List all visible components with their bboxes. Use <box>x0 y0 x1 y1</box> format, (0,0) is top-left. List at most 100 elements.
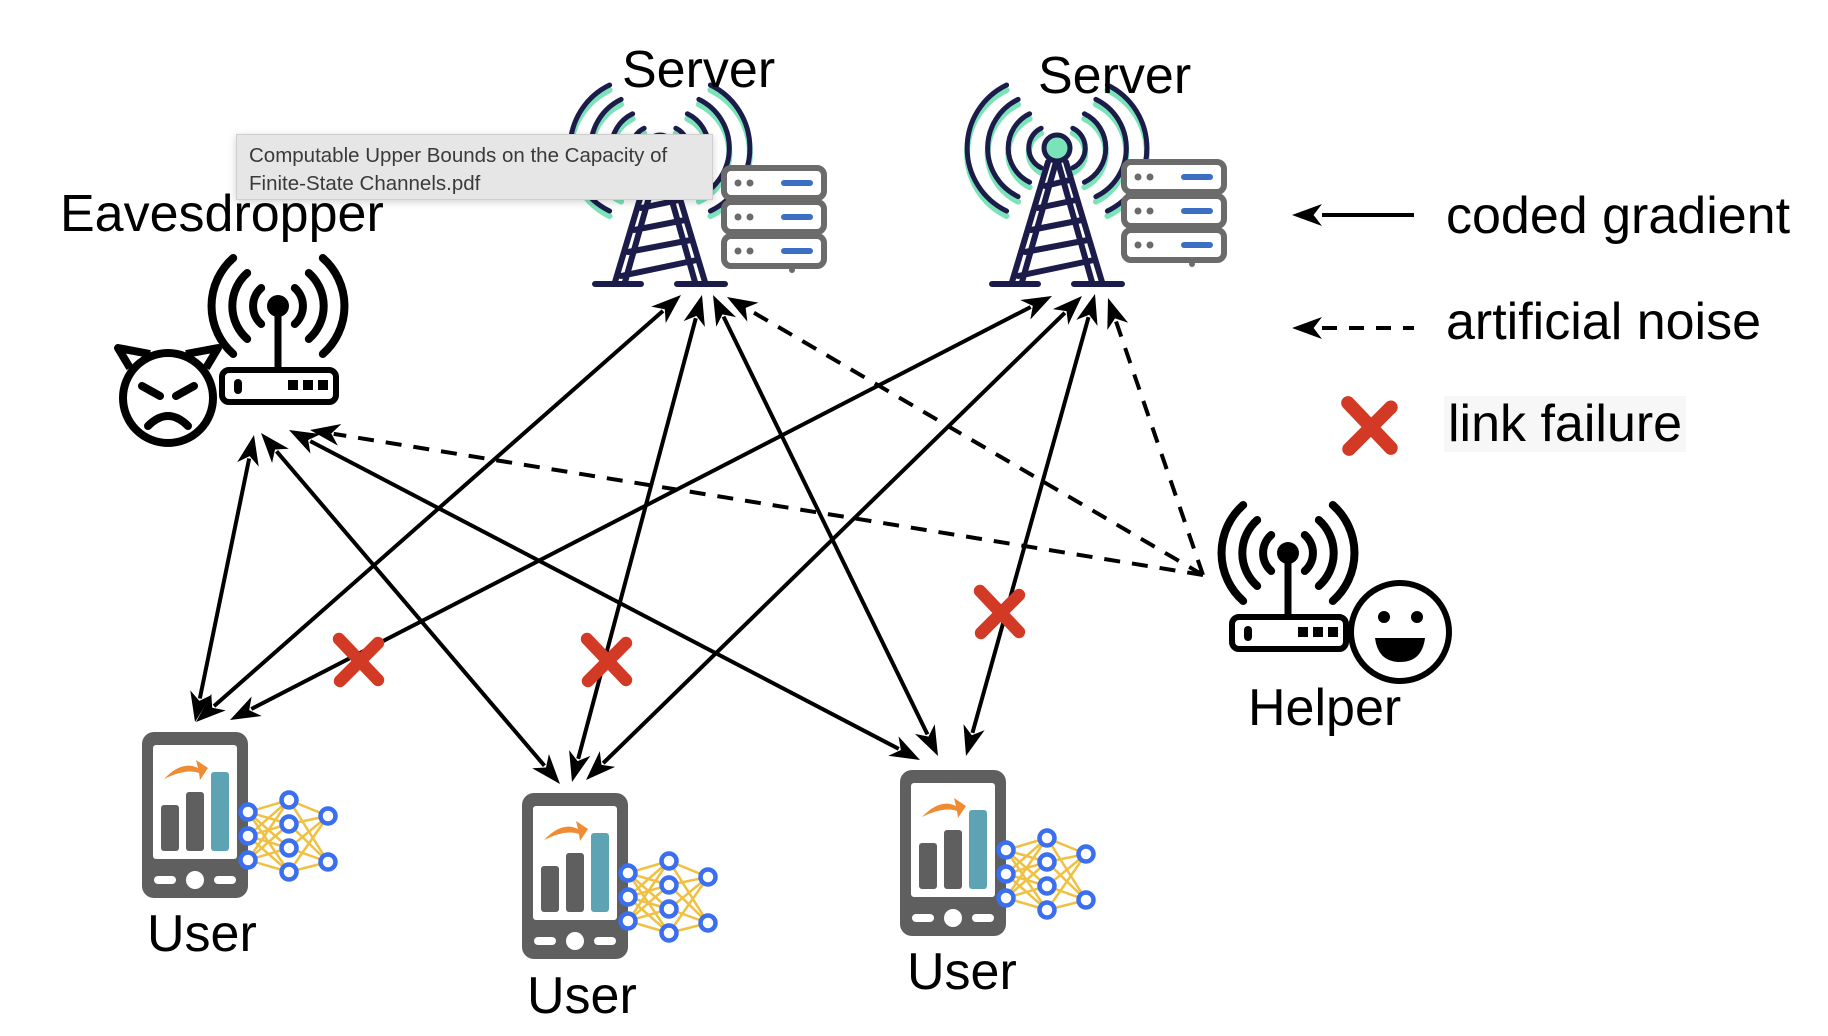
phone-key <box>912 914 934 922</box>
trend-arrow-icon <box>164 760 208 780</box>
tooltip-line-1: Computable Upper Bounds on the Capacity … <box>249 144 668 167</box>
legend-coded-gradient-label: coded gradient <box>1446 187 1791 245</box>
nn-node <box>618 863 638 883</box>
nn-node <box>1037 828 1057 848</box>
link-user-2-to-eavesdropper <box>261 433 560 784</box>
rack-led <box>1146 207 1154 215</box>
eye <box>1378 611 1390 623</box>
neural-network-icon <box>618 851 718 943</box>
nn-edge <box>626 860 671 922</box>
phone-key <box>154 876 176 884</box>
nn-edge <box>1004 837 1049 899</box>
nn-node <box>996 864 1016 884</box>
arrowhead <box>1076 294 1098 326</box>
arrowhead <box>914 724 938 756</box>
rack-unit <box>721 233 827 269</box>
wifi-wave <box>1314 516 1338 590</box>
arrowhead <box>532 754 560 784</box>
rack-led <box>734 179 742 187</box>
antenna-tip <box>1041 132 1073 164</box>
legend-coded-gradient-symbol <box>1292 204 1414 226</box>
rack-led <box>1134 207 1142 215</box>
rack-dot <box>1189 261 1195 267</box>
link-user-2-to-server-2 <box>586 296 1082 780</box>
arrowhead <box>586 751 616 780</box>
nn-edge <box>1045 853 1088 911</box>
nn-node <box>1076 890 1096 910</box>
rack-unit <box>1121 193 1227 229</box>
nn-node <box>238 826 258 846</box>
nn-node <box>659 875 679 895</box>
user-1-phone-icon <box>142 732 338 898</box>
nn-node <box>318 806 338 826</box>
nn-edge <box>667 876 710 934</box>
wifi-wave <box>1259 531 1276 575</box>
failure-x-icon <box>580 632 633 688</box>
nn-node <box>996 888 1016 908</box>
cross-stroke <box>333 636 385 688</box>
arrowhead <box>963 724 985 756</box>
router-body <box>219 367 339 405</box>
arrowhead <box>190 690 212 722</box>
nn-node <box>698 913 718 933</box>
phone-home-button <box>186 871 204 889</box>
rack-led <box>1146 173 1154 181</box>
nn-node <box>659 851 679 871</box>
arrowhead <box>230 696 262 720</box>
router-port <box>1298 627 1308 637</box>
nn-node <box>279 814 299 834</box>
arrowhead <box>237 435 259 467</box>
rack-led <box>734 247 742 255</box>
router-port <box>1313 627 1323 637</box>
rack-led <box>746 247 754 255</box>
nn-node <box>318 852 338 872</box>
user-1-label: User <box>147 905 257 963</box>
helper-router-icon <box>1217 501 1359 652</box>
nn-node <box>279 838 299 858</box>
nn-node <box>1037 852 1057 872</box>
rack-led <box>1146 241 1154 249</box>
router-port <box>303 380 313 390</box>
rack-unit <box>1121 227 1227 263</box>
nn-edge <box>287 815 330 873</box>
legend-layer <box>1292 204 1414 456</box>
trend-arrow-icon <box>544 821 588 841</box>
file-tooltip: Computable Upper Bounds on the Capacity … <box>236 134 713 200</box>
nn-node <box>238 802 258 822</box>
arrowhead <box>727 297 759 322</box>
router-port <box>288 380 298 390</box>
arrowhead <box>1052 296 1082 325</box>
phone-home-button <box>944 909 962 927</box>
wifi-wave <box>228 269 252 343</box>
eye <box>1411 611 1423 623</box>
link-user-3-to-server-1 <box>713 295 938 756</box>
antenna-dot <box>1277 542 1299 564</box>
links-layer <box>190 294 1205 784</box>
phone-key <box>214 876 236 884</box>
rack-unit <box>1121 159 1227 195</box>
phone-home-button <box>566 932 584 950</box>
tower-brace <box>1015 177 1097 279</box>
nn-node <box>618 911 638 931</box>
gradient-line <box>721 315 930 736</box>
phone-key <box>534 937 556 945</box>
phone-key <box>972 914 994 922</box>
rack-unit <box>721 199 827 235</box>
user-2-label: User <box>527 967 637 1025</box>
arrowhead <box>1292 204 1322 226</box>
gradient-line <box>275 449 546 768</box>
arrowhead <box>261 433 289 463</box>
chart-bar <box>944 830 962 889</box>
arrowhead <box>683 295 705 327</box>
arrowhead <box>651 295 681 324</box>
rack-led <box>734 213 742 221</box>
icons-layer <box>114 82 1452 959</box>
smiley-face-icon <box>1348 580 1452 684</box>
nn-node <box>279 790 299 810</box>
wifi-wave <box>249 284 266 328</box>
chart-bar <box>186 792 204 851</box>
rack-led <box>746 179 754 187</box>
wifi-wave <box>304 269 328 343</box>
nn-node <box>1076 844 1096 864</box>
